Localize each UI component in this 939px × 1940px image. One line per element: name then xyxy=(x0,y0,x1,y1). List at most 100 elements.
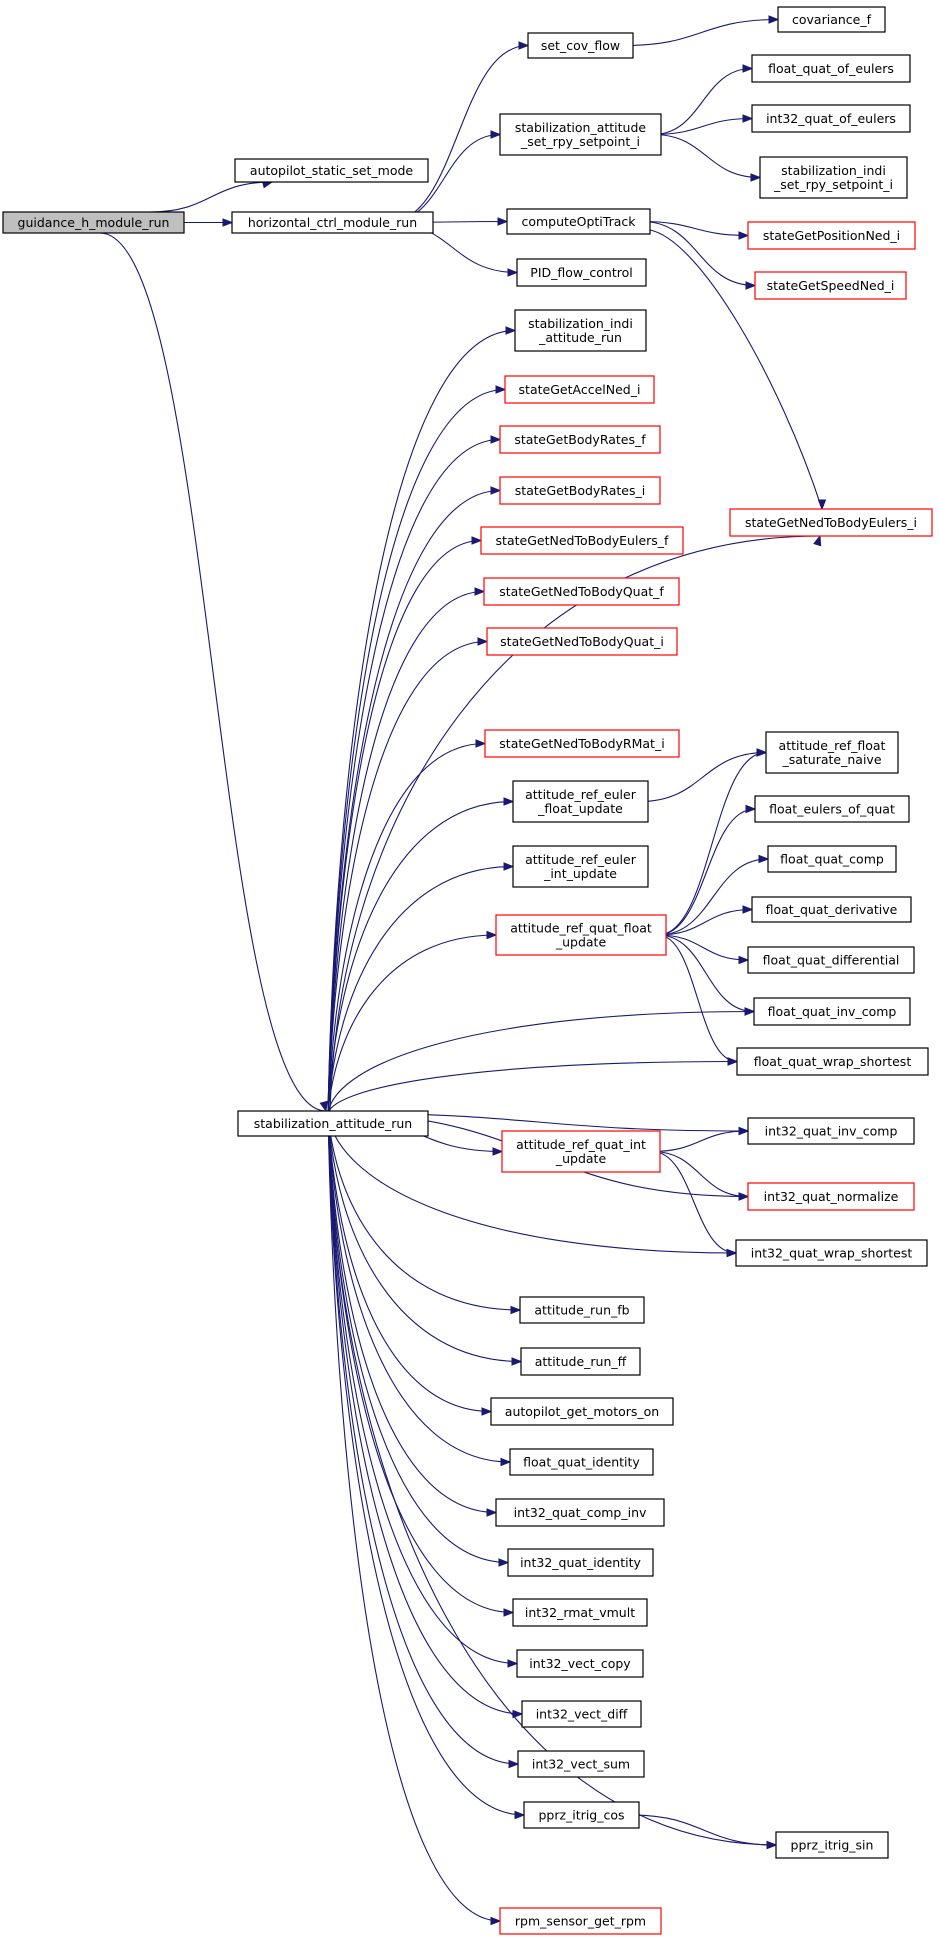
node-label: int32_quat_normalize xyxy=(764,1189,899,1204)
node-autopilot-static-set-mode[interactable]: autopilot_static_set_mode xyxy=(234,158,429,183)
node-stateGetBodyRates-f[interactable]: stateGetBodyRates_f xyxy=(499,425,661,454)
node-attitude-ref-euler-int-update[interactable]: attitude_ref_euler_int_update xyxy=(512,845,649,888)
node-float-quat-identity[interactable]: float_quat_identity xyxy=(509,1448,654,1476)
node-box xyxy=(517,1750,645,1778)
node-covariance-f[interactable]: covariance_f xyxy=(777,6,886,33)
node-box xyxy=(751,896,912,923)
node-stabilization-indi-attitude-run[interactable]: stabilization_indi_attitude_run xyxy=(514,309,647,352)
node-pprz-itrig-sin[interactable]: pprz_itrig_sin xyxy=(775,1831,889,1859)
node-label: _update xyxy=(555,1151,607,1166)
node-stabilization-attitude-set-rpy-setpoint-i[interactable]: stabilization_attitude_set_rpy_setpoint_… xyxy=(499,113,662,156)
arrowhead-stabilization_attitude_run-to-stateGetNedToBodyEulers_i xyxy=(813,534,822,547)
node-float-quat-differential[interactable]: float_quat_differential xyxy=(747,946,915,974)
node-stateGetSpeedNed-i[interactable]: stateGetSpeedNed_i xyxy=(754,271,907,300)
node-float-quat-derivative[interactable]: float_quat_derivative xyxy=(751,896,912,923)
arrowhead-set_cov_flow-to-covariance_f xyxy=(768,15,780,24)
edge-computeOptiTrack-to-stateGetSpeedNed_i xyxy=(641,220,756,287)
arrowhead-attitude_ref_quat_float_update-to-float_quat_differential xyxy=(738,955,750,965)
edge-stabilization_attitude_run-to-int32_quat_comp_inv xyxy=(327,1112,497,1514)
node-label: _attitude_run xyxy=(538,330,622,345)
arrowhead-attitude_ref_quat_float_update-to-float_quat_wrap_shortest xyxy=(727,1057,739,1066)
node-PID-flow-control[interactable]: PID_flow_control xyxy=(516,258,647,287)
node-label: stateGetNedToBodyEulers_f xyxy=(496,533,670,548)
node-label: int32_vect_copy xyxy=(529,1656,631,1671)
node-horizontal-ctrl-module-run[interactable]: horizontal_ctrl_module_run xyxy=(231,211,434,234)
arrowhead-stabilization_attitude_run-to-stateGetBodyRates_i xyxy=(490,486,502,495)
node-int32-quat-of-eulers[interactable]: int32_quat_of_eulers xyxy=(751,104,911,133)
node-int32-quat-wrap-shortest[interactable]: int32_quat_wrap_shortest xyxy=(735,1239,928,1267)
node-stateGetBodyRates-i[interactable]: stateGetBodyRates_i xyxy=(499,476,661,505)
node-float-quat-of-eulers[interactable]: float_quat_of_eulers xyxy=(751,54,911,83)
node-box xyxy=(519,1296,645,1324)
node-label: rpm_sensor_get_rpm xyxy=(515,1914,646,1929)
node-stabilization-indi-set-rpy-setpoint-i[interactable]: stabilization_indi_set_rpy_setpoint_i xyxy=(759,156,908,199)
node-int32-vect-sum[interactable]: int32_vect_sum xyxy=(517,1750,645,1778)
node-box xyxy=(495,914,667,956)
node-stateGetNedToBodyQuat-f[interactable]: stateGetNedToBodyQuat_f xyxy=(483,577,680,606)
node-label: stateGetPositionNed_i xyxy=(763,228,900,243)
node-int32-rmat-vmult[interactable]: int32_rmat_vmult xyxy=(512,1598,648,1627)
node-autopilot-get-motors-on[interactable]: autopilot_get_motors_on xyxy=(490,1397,674,1426)
node-set-cov-flow[interactable]: set_cov_flow xyxy=(527,32,634,59)
node-stabilization-attitude-run[interactable]: stabilization_attitude_run xyxy=(237,1110,429,1137)
node-box xyxy=(747,1182,915,1211)
node-stateGetNedToBodyEulers-i[interactable]: stateGetNedToBodyEulers_i xyxy=(729,508,933,537)
node-float-eulers-of-quat[interactable]: float_eulers_of_quat xyxy=(754,795,910,823)
node-label: pprz_itrig_cos xyxy=(538,1808,624,1823)
node-label: PID_flow_control xyxy=(530,265,632,280)
arrowhead-attitude_ref_quat_int_update-to-int32_quat_wrap_shortest xyxy=(726,1248,738,1258)
arrowhead-stabilization_attitude_run-to-stateGetNedToBodyRMat_i xyxy=(475,739,487,748)
node-attitude-ref-quat-float-update[interactable]: attitude_ref_quat_float_update xyxy=(495,914,667,956)
node-label: int32_quat_inv_comp xyxy=(765,1124,898,1139)
node-label: _int_update xyxy=(543,866,617,881)
edge-stabilization_attitude_run-to-float_quat_wrap_shortest xyxy=(327,1060,738,1114)
node-attitude-ref-euler-float-update[interactable]: attitude_ref_euler_float_update xyxy=(512,780,649,823)
edge-stabilization_attitude_run-to-stateGetBodyRates_f xyxy=(327,438,501,1114)
node-attitude-run-ff[interactable]: attitude_run_ff xyxy=(520,1347,641,1376)
node-stateGetPositionNed-i[interactable]: stateGetPositionNed_i xyxy=(747,221,916,250)
node-box xyxy=(484,729,680,758)
edge-stabilization_attitude_set_rpy_setpoint_i-to-float_quat_of_eulers xyxy=(652,67,753,136)
node-stateGetNedToBodyQuat-i[interactable]: stateGetNedToBodyQuat_i xyxy=(486,627,678,656)
node-attitude-ref-quat-int-update[interactable]: attitude_ref_quat_int_update xyxy=(501,1130,661,1173)
node-pprz-itrig-cos[interactable]: pprz_itrig_cos xyxy=(523,1801,640,1829)
edge-stabilization_attitude_run-to-stateGetAccelNed_i xyxy=(327,388,506,1114)
node-label: attitude_ref_euler xyxy=(525,852,637,867)
node-int32-quat-inv-comp[interactable]: int32_quat_inv_comp xyxy=(747,1117,915,1145)
node-label: stateGetNedToBodyRMat_i xyxy=(499,736,664,751)
edge-stabilization_attitude_run-to-attitude_ref_quat_float_update xyxy=(327,934,497,1114)
node-box xyxy=(490,1397,674,1426)
node-attitude-ref-float-saturate-naive[interactable]: attitude_ref_float_saturate_naive xyxy=(765,731,899,774)
node-label: attitude_ref_quat_float xyxy=(510,921,652,936)
node-rpm-sensor-get-rpm[interactable]: rpm_sensor_get_rpm xyxy=(499,1907,662,1935)
node-label: attitude_ref_quat_int xyxy=(516,1137,646,1152)
node-box xyxy=(736,1047,929,1076)
node-stateGetNedToBodyRMat-i[interactable]: stateGetNedToBodyRMat_i xyxy=(484,729,680,758)
node-int32-quat-comp-inv[interactable]: int32_quat_comp_inv xyxy=(495,1498,665,1527)
node-float-quat-inv-comp[interactable]: float_quat_inv_comp xyxy=(753,997,911,1026)
node-int32-quat-normalize[interactable]: int32_quat_normalize xyxy=(747,1182,915,1211)
node-float-quat-wrap-shortest[interactable]: float_quat_wrap_shortest xyxy=(736,1047,929,1076)
node-stateGetNedToBodyEulers-f[interactable]: stateGetNedToBodyEulers_f xyxy=(480,526,684,555)
node-guidance-h-module-run[interactable]: guidance_h_module_run xyxy=(2,211,185,234)
node-box xyxy=(512,1598,648,1627)
node-label: int32_quat_comp_inv xyxy=(514,1505,647,1520)
node-box xyxy=(499,425,661,454)
edge-stabilization_attitude_run-to-stabilization_indi_attitude_run xyxy=(327,329,516,1114)
node-label: float_quat_derivative xyxy=(766,902,898,917)
node-label: attitude_ref_float xyxy=(779,738,886,753)
node-computeOptiTrack[interactable]: computeOptiTrack xyxy=(506,208,651,235)
node-label: covariance_f xyxy=(792,12,872,27)
node-float-quat-comp[interactable]: float_quat_comp xyxy=(767,845,897,873)
node-int32-vect-copy[interactable]: int32_vect_copy xyxy=(516,1649,644,1678)
node-int32-vect-diff[interactable]: int32_vect_diff xyxy=(521,1700,642,1728)
edge-stabilization_attitude_run-to-stateGetNedToBodyQuat_f xyxy=(327,590,485,1114)
node-box xyxy=(495,1498,665,1527)
edge-guidance_h_module_run-to-autopilot_static_set_mode xyxy=(149,181,273,213)
arrowhead-stabilization_attitude_set_rpy_setpoint_i-to-int32_quat_of_eulers xyxy=(742,114,754,123)
node-stateGetAccelNed-i[interactable]: stateGetAccelNed_i xyxy=(504,375,655,404)
node-int32-quat-identity[interactable]: int32_quat_identity xyxy=(507,1548,654,1577)
edge-stabilization_attitude_run-to-int32_quat_identity xyxy=(327,1112,509,1564)
arrowhead-stabilization_attitude_run-to-rpm_sensor_get_rpm xyxy=(490,1916,502,1926)
node-attitude-run-fb[interactable]: attitude_run_fb xyxy=(519,1296,645,1324)
